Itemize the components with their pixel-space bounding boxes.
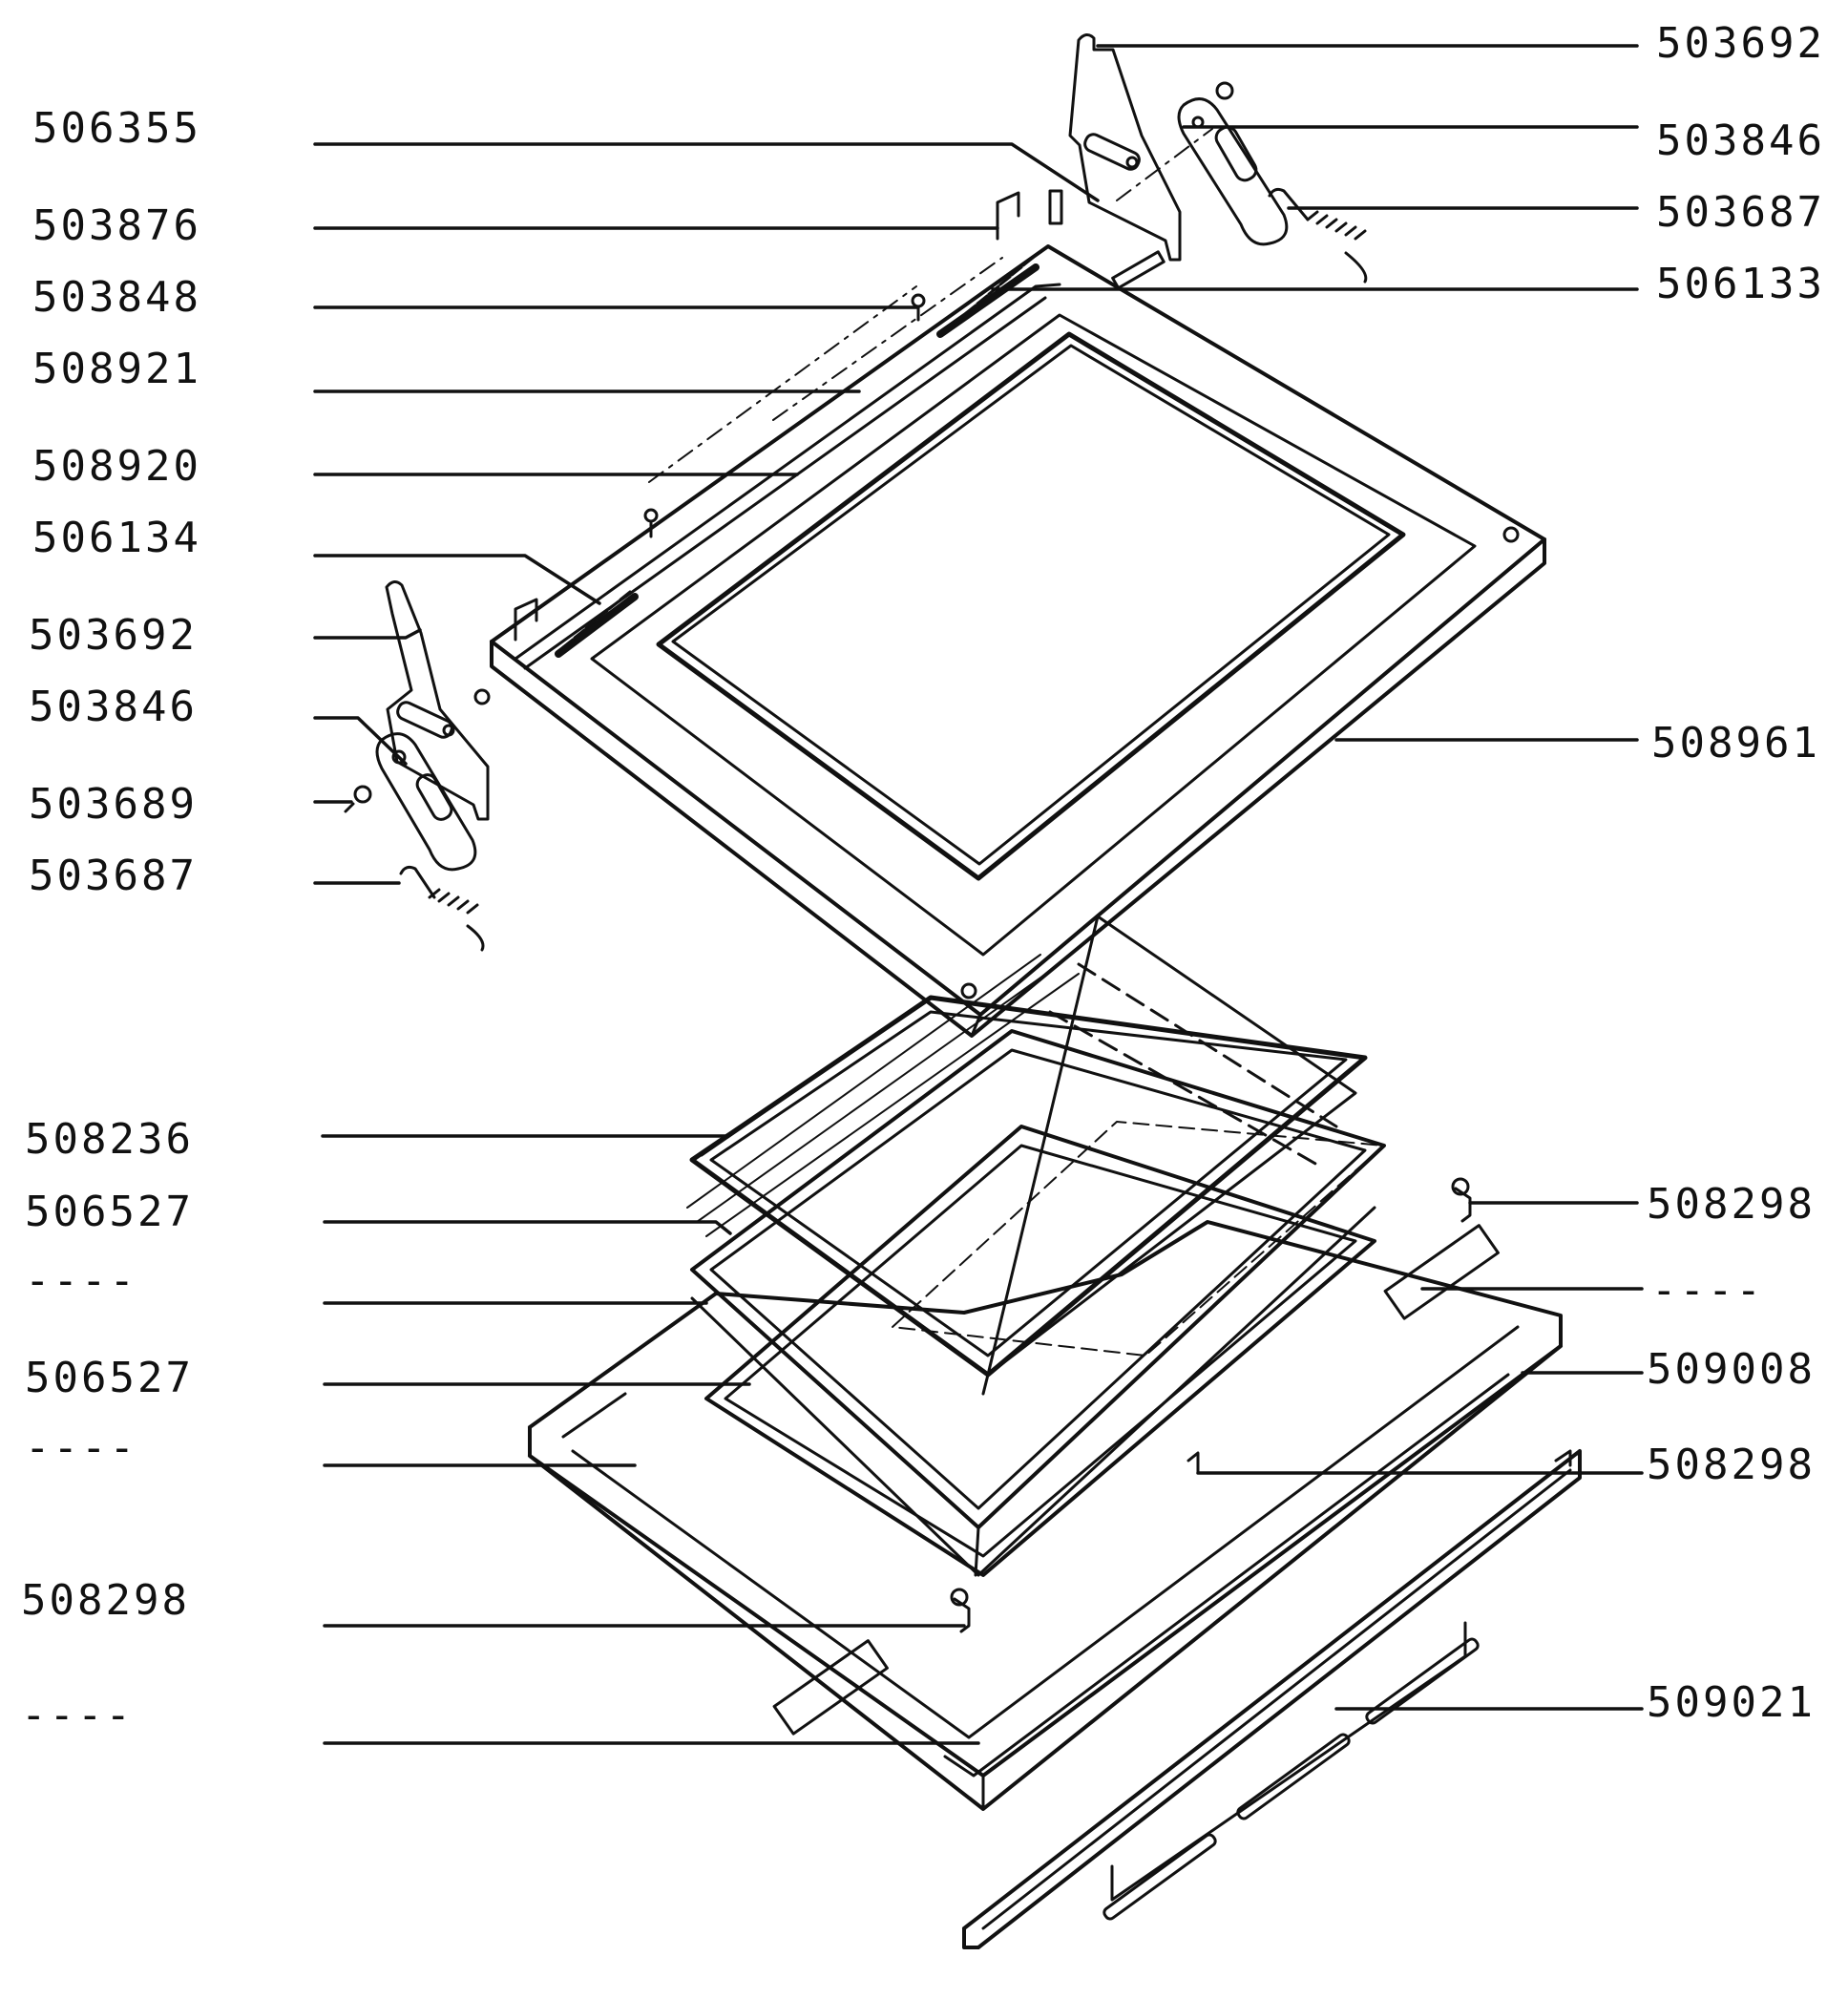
screw-left	[344, 785, 372, 813]
part-label-right: 503687	[1656, 188, 1825, 237]
part-label-left: ----	[21, 1691, 134, 1739]
clips-lower	[950, 1177, 1472, 1633]
part-label-right: 503692	[1656, 19, 1825, 68]
part-label-left: 508298	[21, 1576, 190, 1625]
part-label-left: 503687	[29, 852, 198, 900]
part-label-left: 503876	[32, 201, 201, 250]
glass-frame-top	[689, 995, 1368, 1396]
part-label-left: 503689	[29, 780, 198, 829]
hinge-plate-left	[375, 688, 491, 872]
hinge-plate-right	[1177, 81, 1289, 246]
leader-lines	[313, 44, 1644, 1745]
part-label-left: ----	[25, 1423, 137, 1472]
part-label-left: 506527	[25, 1188, 194, 1236]
spring-right	[1268, 187, 1368, 284]
glass-frame-lower	[704, 1125, 1376, 1577]
part-label-right: 506133	[1656, 260, 1825, 308]
hinge-bracket-right	[1068, 33, 1182, 262]
part-label-right: 508298	[1647, 1180, 1816, 1229]
part-label-left: ----	[25, 1256, 137, 1305]
part-label-left: 508236	[25, 1115, 194, 1164]
door-frame	[490, 189, 1546, 1038]
part-label-right: 509008	[1647, 1345, 1816, 1394]
part-label-left: 508921	[32, 345, 201, 393]
part-label-right: 508298	[1647, 1441, 1816, 1489]
bottom-rail	[962, 1449, 1582, 1949]
part-label-left: 506134	[32, 514, 201, 562]
part-label-left: 506527	[25, 1354, 194, 1402]
inner-door-panel	[528, 1220, 1563, 1811]
clip-parts	[514, 191, 1020, 642]
part-label-left: 503848	[32, 273, 201, 322]
part-label-left: 506355	[32, 104, 201, 153]
part-label-right: 503846	[1656, 116, 1825, 165]
glass-panes	[686, 915, 1385, 1377]
part-label-left: 503846	[29, 683, 198, 731]
part-label-left: 503692	[29, 611, 198, 660]
part-label-right: 509021	[1647, 1678, 1816, 1727]
part-label-right: ----	[1651, 1266, 1764, 1315]
part-label-right: 508961	[1651, 719, 1820, 768]
hinge-spring-upper	[555, 256, 1040, 658]
spring-left	[399, 865, 485, 952]
part-label-left: 508920	[32, 442, 201, 491]
